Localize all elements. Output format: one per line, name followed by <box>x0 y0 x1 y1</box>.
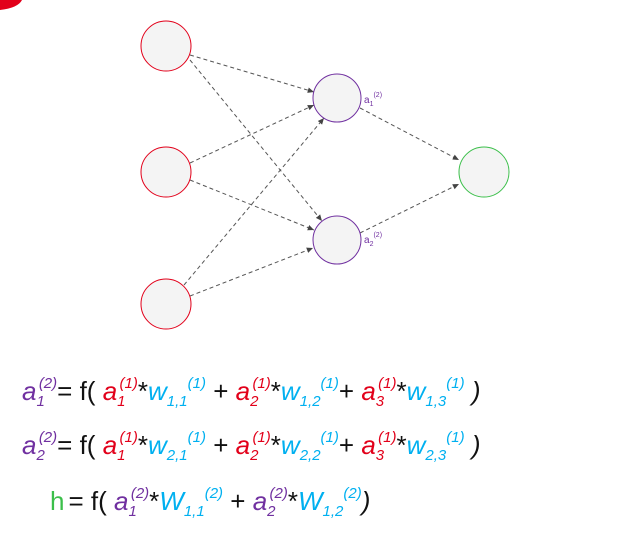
eq1-term-3: a3(1)*w1,3(1) <box>361 375 465 410</box>
eq2-term-3: a3(1)*w2,3(1) <box>361 429 465 464</box>
eq3-lhs: h <box>50 486 65 516</box>
equation-a2: a2(2)= f( a1(1)*w2,1(1) + a2(1)*w2,2(1)+… <box>22 429 481 464</box>
eq3-term-2: a2(2)*W1,2(2) <box>252 485 362 520</box>
eq3-term-1: a1(2)*W1,1(2) <box>114 485 224 520</box>
edge-i2-h2 <box>189 179 315 231</box>
input-node-2 <box>140 146 192 198</box>
equation-h: h= f( a1(2)*W1,1(2) + a2(2)*W1,2(2)) <box>50 485 371 520</box>
edges <box>183 54 460 297</box>
edge-i1-h2 <box>189 59 323 222</box>
eq1-term-1: a1(1)*w1,1(1) <box>102 375 206 410</box>
hidden-node-2-label: a2(2) <box>364 232 382 248</box>
hidden-node-2 <box>312 215 362 265</box>
input-node-1 <box>140 20 192 72</box>
equation-a1: a1(2)= f( a1(1)*w1,1(1) + a2(1)*w1,2(1)+… <box>22 375 481 410</box>
edge-i3-h2 <box>189 247 314 297</box>
output-node <box>458 146 510 198</box>
partial-red-shape <box>0 0 22 10</box>
neural-network-diagram: a1(2) a2(2) <box>0 0 510 330</box>
input-node-3 <box>140 278 192 330</box>
hidden-node-1-label: a1(2) <box>364 92 382 108</box>
eq2-term-1: a1(1)*w2,1(1) <box>102 429 206 464</box>
eq1-lhs: a1(2) <box>22 375 58 410</box>
eq2-func: f( <box>79 430 96 460</box>
hidden-node-1 <box>312 73 362 123</box>
edge-i3-h1 <box>183 117 325 286</box>
edge-h1-out <box>359 107 460 161</box>
eq2-term-2: a2(1)*w2,2(1) <box>235 429 339 464</box>
eq3-func: f( <box>90 486 107 516</box>
eq1-func: f( <box>79 376 96 406</box>
edge-i1-h1 <box>189 54 315 93</box>
eq1-term-2: a2(1)*w1,2(1) <box>235 375 339 410</box>
eq2-lhs: a2(2) <box>22 429 58 464</box>
edge-i2-h1 <box>189 104 315 164</box>
edge-h2-out <box>359 183 460 234</box>
